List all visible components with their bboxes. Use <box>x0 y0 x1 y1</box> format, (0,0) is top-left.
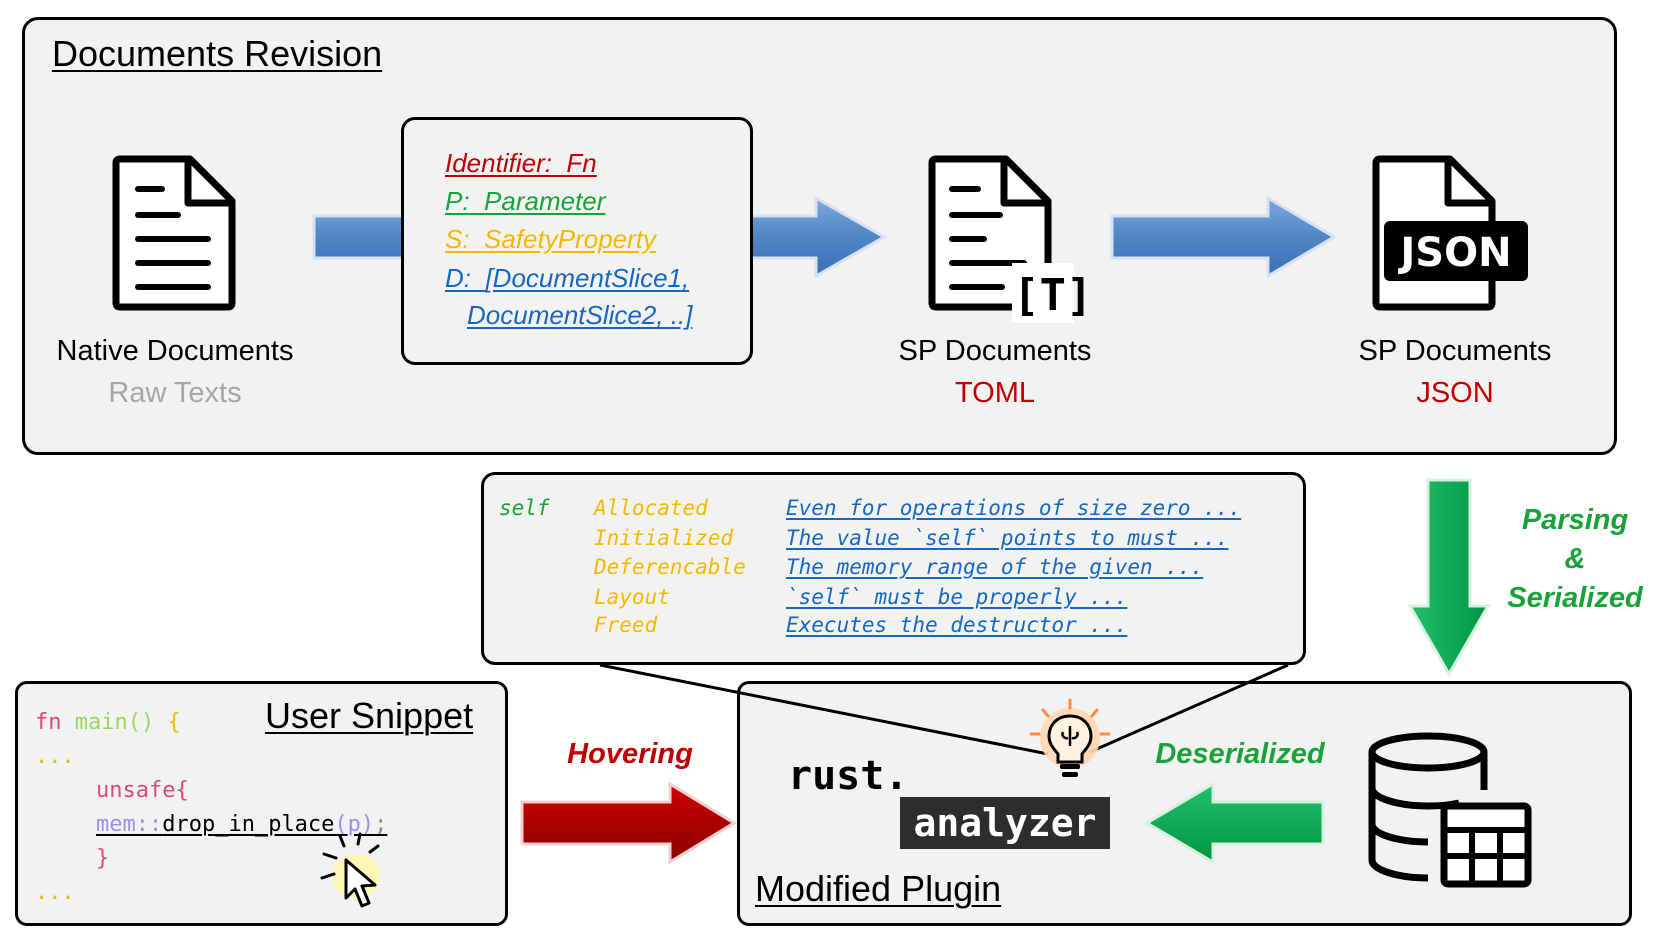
property-layout: Layout <box>594 585 670 609</box>
lightbulb-icon <box>1029 698 1111 777</box>
definition-box <box>401 117 753 365</box>
json-document-icon <box>1372 155 1528 311</box>
raw-texts-label: Raw Texts <box>108 377 242 409</box>
rust-logo-text: rust. <box>788 753 909 799</box>
document-line-1: D: [DocumentSlice1, <box>445 263 689 294</box>
property-freed: Freed <box>594 613 658 637</box>
identifier-line: Identifier: Fn <box>445 148 597 179</box>
code-line-5: } <box>96 846 110 871</box>
native-documents-label: Native Documents <box>56 335 294 367</box>
param-self: self <box>499 496 550 520</box>
hovering-arrow <box>520 782 737 864</box>
json-badge: JSON <box>1400 230 1512 276</box>
doc-link-deferencable[interactable]: The memory range of the given ... <box>786 555 1204 579</box>
doc-link-freed[interactable]: Executes the destructor ... <box>786 613 1128 637</box>
p-key: P: <box>445 186 470 216</box>
property-deferencable: Deferencable <box>594 555 746 579</box>
toml-document-icon <box>928 155 1074 323</box>
parsing-word: Parsing <box>1521 504 1629 536</box>
code-line-2: ... <box>35 744 75 769</box>
open-brace: { <box>167 710 181 735</box>
parsing-serialized-label: Parsing & Serialized <box>1490 501 1660 618</box>
semicolon: ; <box>374 812 388 837</box>
sp-documents-toml-label: SP Documents <box>898 335 1092 367</box>
s-value: SafetyProperty <box>484 224 657 254</box>
modified-plugin-title: Modified Plugin <box>755 868 1002 909</box>
ampersand: & <box>1564 543 1586 575</box>
d-value-1: [DocumentSlice1, <box>485 263 690 293</box>
document-line-2: DocumentSlice2, ..] <box>467 300 693 330</box>
user-snippet-title: User Snippet <box>265 695 474 736</box>
identifier-value: Fn <box>566 148 597 178</box>
d-key: D: <box>445 263 471 293</box>
sp-documents-json-label: SP Documents <box>1358 335 1552 367</box>
property-initialized: Initialized <box>594 526 734 550</box>
deserialized-arrow <box>1144 782 1325 864</box>
fn-args: (p) <box>334 812 375 837</box>
mem-path: mem:: <box>96 812 163 837</box>
doc-link-allocated[interactable]: Even for operations of size zero ... <box>786 496 1242 520</box>
toml-badge: [T] <box>1013 270 1093 321</box>
identifier-key: Identifier: <box>445 148 552 178</box>
database-icon <box>1368 732 1532 888</box>
code-line-4: mem::drop_in_place(p); <box>96 812 387 837</box>
unsafe-brace: { <box>175 778 189 803</box>
safety-property-line: S: SafetyProperty <box>445 224 656 255</box>
native-document-icon <box>112 155 236 311</box>
user-snippet-panel <box>15 681 508 926</box>
json-format-label: JSON <box>1416 377 1494 409</box>
main-fn: main() <box>74 710 155 735</box>
s-key: S: <box>445 224 470 254</box>
p-value: Parameter <box>484 186 606 216</box>
code-line-6: ... <box>35 880 75 905</box>
code-line-1: fn main() { <box>35 710 181 735</box>
deserialized-label: Deserialized <box>1155 738 1325 770</box>
fn-keyword: fn <box>35 710 62 735</box>
cursor-click-icon <box>320 832 380 908</box>
drop-in-place-fn[interactable]: drop_in_place <box>162 812 335 837</box>
hovering-label: Hovering <box>567 738 693 770</box>
green-down-arrow <box>1407 478 1491 678</box>
serialized-word: Serialized <box>1507 582 1643 614</box>
code-line-3: unsafe{ <box>96 778 189 803</box>
blue-arrow-2 <box>1110 196 1337 278</box>
parameter-line: P: Parameter <box>445 186 605 217</box>
documents-revision-title: Documents Revision <box>52 33 383 74</box>
doc-link-layout[interactable]: `self` must be properly ... <box>786 585 1128 609</box>
toml-format-label: TOML <box>954 377 1036 409</box>
analyzer-logo-text: analyzer <box>900 797 1110 849</box>
unsafe-keyword: unsafe <box>96 778 176 803</box>
doc-link-initialized[interactable]: The value `self` points to must ... <box>786 526 1229 550</box>
hover-popup <box>481 472 1306 665</box>
property-allocated: Allocated <box>594 496 708 520</box>
